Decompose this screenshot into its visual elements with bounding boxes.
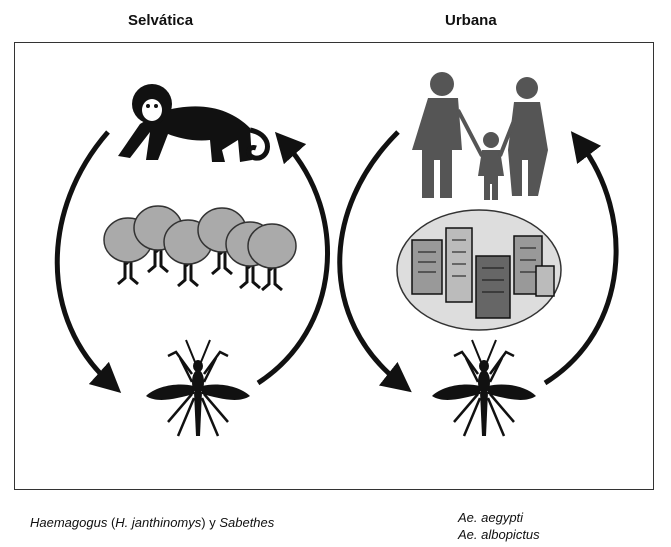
mosquito-icon (146, 340, 250, 436)
urban-vectors-caption: Ae. aegypti Ae. albopictus (458, 509, 540, 543)
mosquito-icon-urban (432, 340, 536, 436)
vector-albopictus: Ae. albopictus (458, 526, 540, 543)
vector-genus-sabethes: Sabethes (219, 515, 274, 530)
city-icon (397, 210, 561, 330)
arrow-people-to-mosquito (340, 132, 400, 383)
monkey-icon (118, 84, 268, 162)
forest-icon (104, 206, 296, 290)
sylvatic-vectors-caption: Haemagogus (H. janthinomys) y Sabethes (30, 514, 274, 531)
vector-aegypti: Ae. aegypti (458, 509, 540, 526)
caption-connector: ) y (201, 515, 219, 530)
vector-species-janthinomys: H. janthinomys (115, 515, 201, 530)
arrow-monkey-to-mosquito (57, 132, 110, 383)
family-icon (412, 72, 548, 200)
vector-genus-haemagogus: Haemagogus (30, 515, 107, 530)
